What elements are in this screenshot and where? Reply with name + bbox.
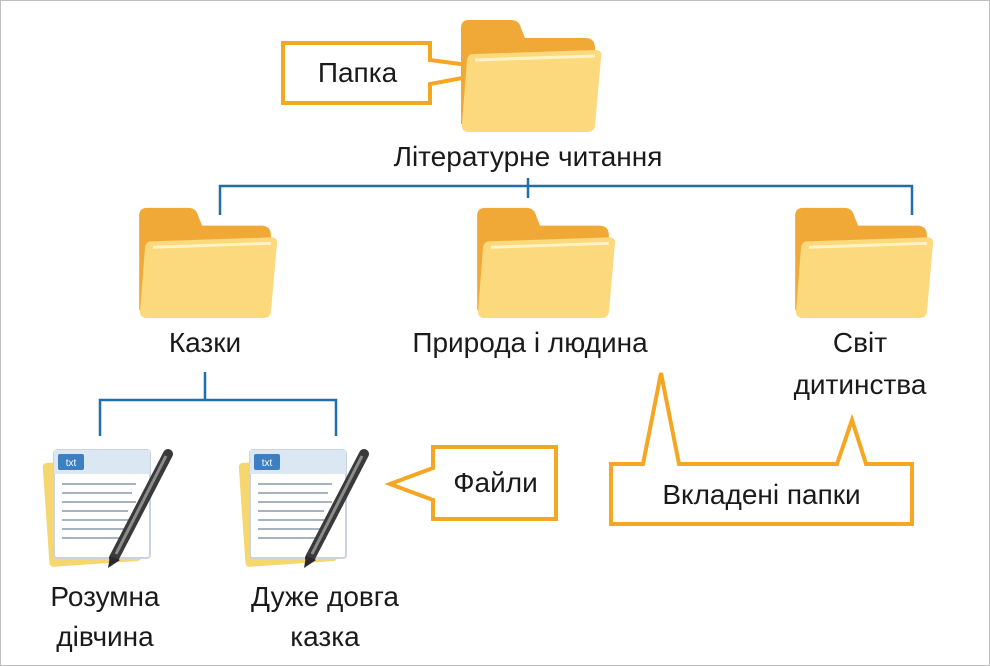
tree-connectors: [98, 178, 914, 436]
callout-files-shape: [384, 445, 558, 521]
txt-badge-text: txt: [262, 458, 273, 469]
file-label-rozumna-line1: Розумна: [50, 581, 160, 612]
callout-files-text: Файли: [453, 467, 538, 498]
folder-icon: [795, 207, 934, 319]
text-file-icon: txt: [42, 449, 173, 568]
callout-nested-shape: [609, 372, 914, 526]
callouts: [281, 41, 914, 526]
text-file-icon: txt: [238, 449, 369, 568]
pen-icon: [108, 449, 173, 568]
file-label-rozumna-line2: дівчина: [56, 621, 154, 652]
subfolder-label-pryroda: Природа і людина: [412, 327, 648, 358]
subfolder-label-svit-line2: дитинства: [793, 369, 927, 400]
file-label-duzhe-line1: Дуже довга: [251, 581, 399, 612]
pen-icon: [304, 449, 369, 568]
folder-icon: [461, 20, 602, 132]
subfolder-label-kazky: Казки: [168, 327, 242, 358]
txt-badge-text: txt: [66, 458, 77, 469]
kazky-connector-branch: [98, 398, 338, 436]
root-folder-label: Літературне читання: [393, 141, 663, 172]
subfolder-label-svit-line1: Світ: [832, 327, 888, 358]
callout-nested-text: Вкладені папки: [662, 479, 861, 510]
file-label-duzhe-line2: казка: [290, 621, 360, 652]
callout-folder-text: Папка: [317, 57, 398, 88]
folder-icon: [477, 207, 616, 319]
root-connector-branch: [218, 184, 914, 215]
folder-icon: [139, 207, 278, 319]
